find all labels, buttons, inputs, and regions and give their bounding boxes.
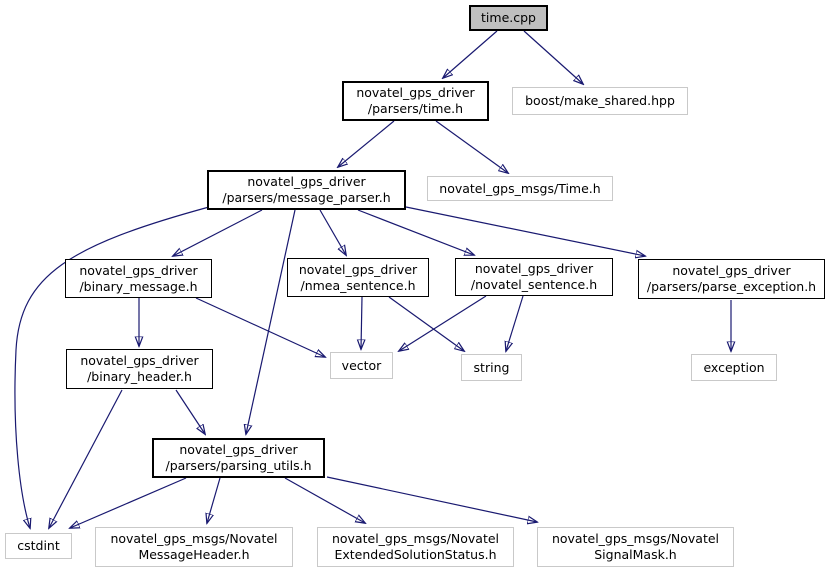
edge-time_cpp-time_h — [443, 30, 498, 78]
edge-nmea_sentence-string — [388, 296, 464, 351]
edge-message_parser-novatel_sentence — [357, 209, 474, 255]
node-parsers-time-h[interactable]: novatel_gps_driver /parsers/time.h — [342, 81, 489, 121]
node-novatel-message-header-h: novatel_gps_msgs/Novatel MessageHeader.h — [95, 527, 293, 567]
node-nmea-sentence-h[interactable]: novatel_gps_driver /nmea_sentence.h — [287, 258, 429, 297]
edge-parsing_utils-msgs_signal_mask — [326, 476, 537, 522]
node-novatel-sentence-h[interactable]: novatel_gps_driver /novatel_sentence.h — [455, 258, 613, 296]
edge-message_parser-parsing_utils — [246, 209, 296, 434]
node-novatel-signal-mask-h: novatel_gps_msgs/Novatel SignalMask.h — [537, 527, 734, 567]
node-binary-message-h[interactable]: novatel_gps_driver /binary_message.h — [65, 259, 212, 298]
node-parse-exception-h[interactable]: novatel_gps_driver /parsers/parse_except… — [638, 259, 825, 299]
edge-parsing_utils-cstdint — [70, 477, 187, 528]
node-time-cpp[interactable]: time.cpp — [469, 5, 548, 31]
node-novatel-extended-solution-status-h: novatel_gps_msgs/Novatel ExtendedSolutio… — [317, 527, 514, 567]
node-boost-make-shared-hpp: boost/make_shared.hpp — [512, 87, 688, 115]
edge-message_parser-binary_message — [173, 209, 263, 256]
node-parsing-utils-h[interactable]: novatel_gps_driver /parsers/parsing_util… — [152, 438, 325, 478]
edge-time_h-message_parser — [338, 120, 395, 167]
node-string: string — [461, 354, 522, 381]
edge-binary_message-vector — [195, 297, 325, 357]
edge-binary_header-parsing_utils — [175, 389, 205, 434]
edge-message_parser-nmea_sentence — [319, 209, 346, 255]
edge-parsing_utils-msgs_extended_solution_status — [284, 477, 365, 523]
edge-novatel_sentence-vector — [399, 295, 487, 351]
node-cstdint: cstdint — [5, 533, 72, 559]
edge-time_cpp-boost_make_shared — [523, 30, 583, 84]
edge-novatel_sentence-string — [506, 295, 524, 351]
node-novatel-gps-msgs-time-h: novatel_gps_msgs/Time.h — [427, 176, 613, 201]
edge-time_h-msgs_time — [435, 120, 508, 173]
node-message-parser-h[interactable]: novatel_gps_driver /parsers/message_pars… — [207, 170, 406, 210]
node-vector: vector — [330, 352, 393, 379]
edge-message_parser-parse_exception — [405, 206, 645, 256]
edge-parsing_utils-msgs_message_header — [207, 477, 221, 523]
edge-binary_header-cstdint — [49, 389, 123, 528]
edge-nmea_sentence-vector — [361, 296, 362, 349]
node-binary-header-h[interactable]: novatel_gps_driver /binary_header.h — [66, 349, 213, 389]
edge-message_parser-cstdint — [14, 206, 210, 528]
node-exception: exception — [691, 354, 777, 381]
